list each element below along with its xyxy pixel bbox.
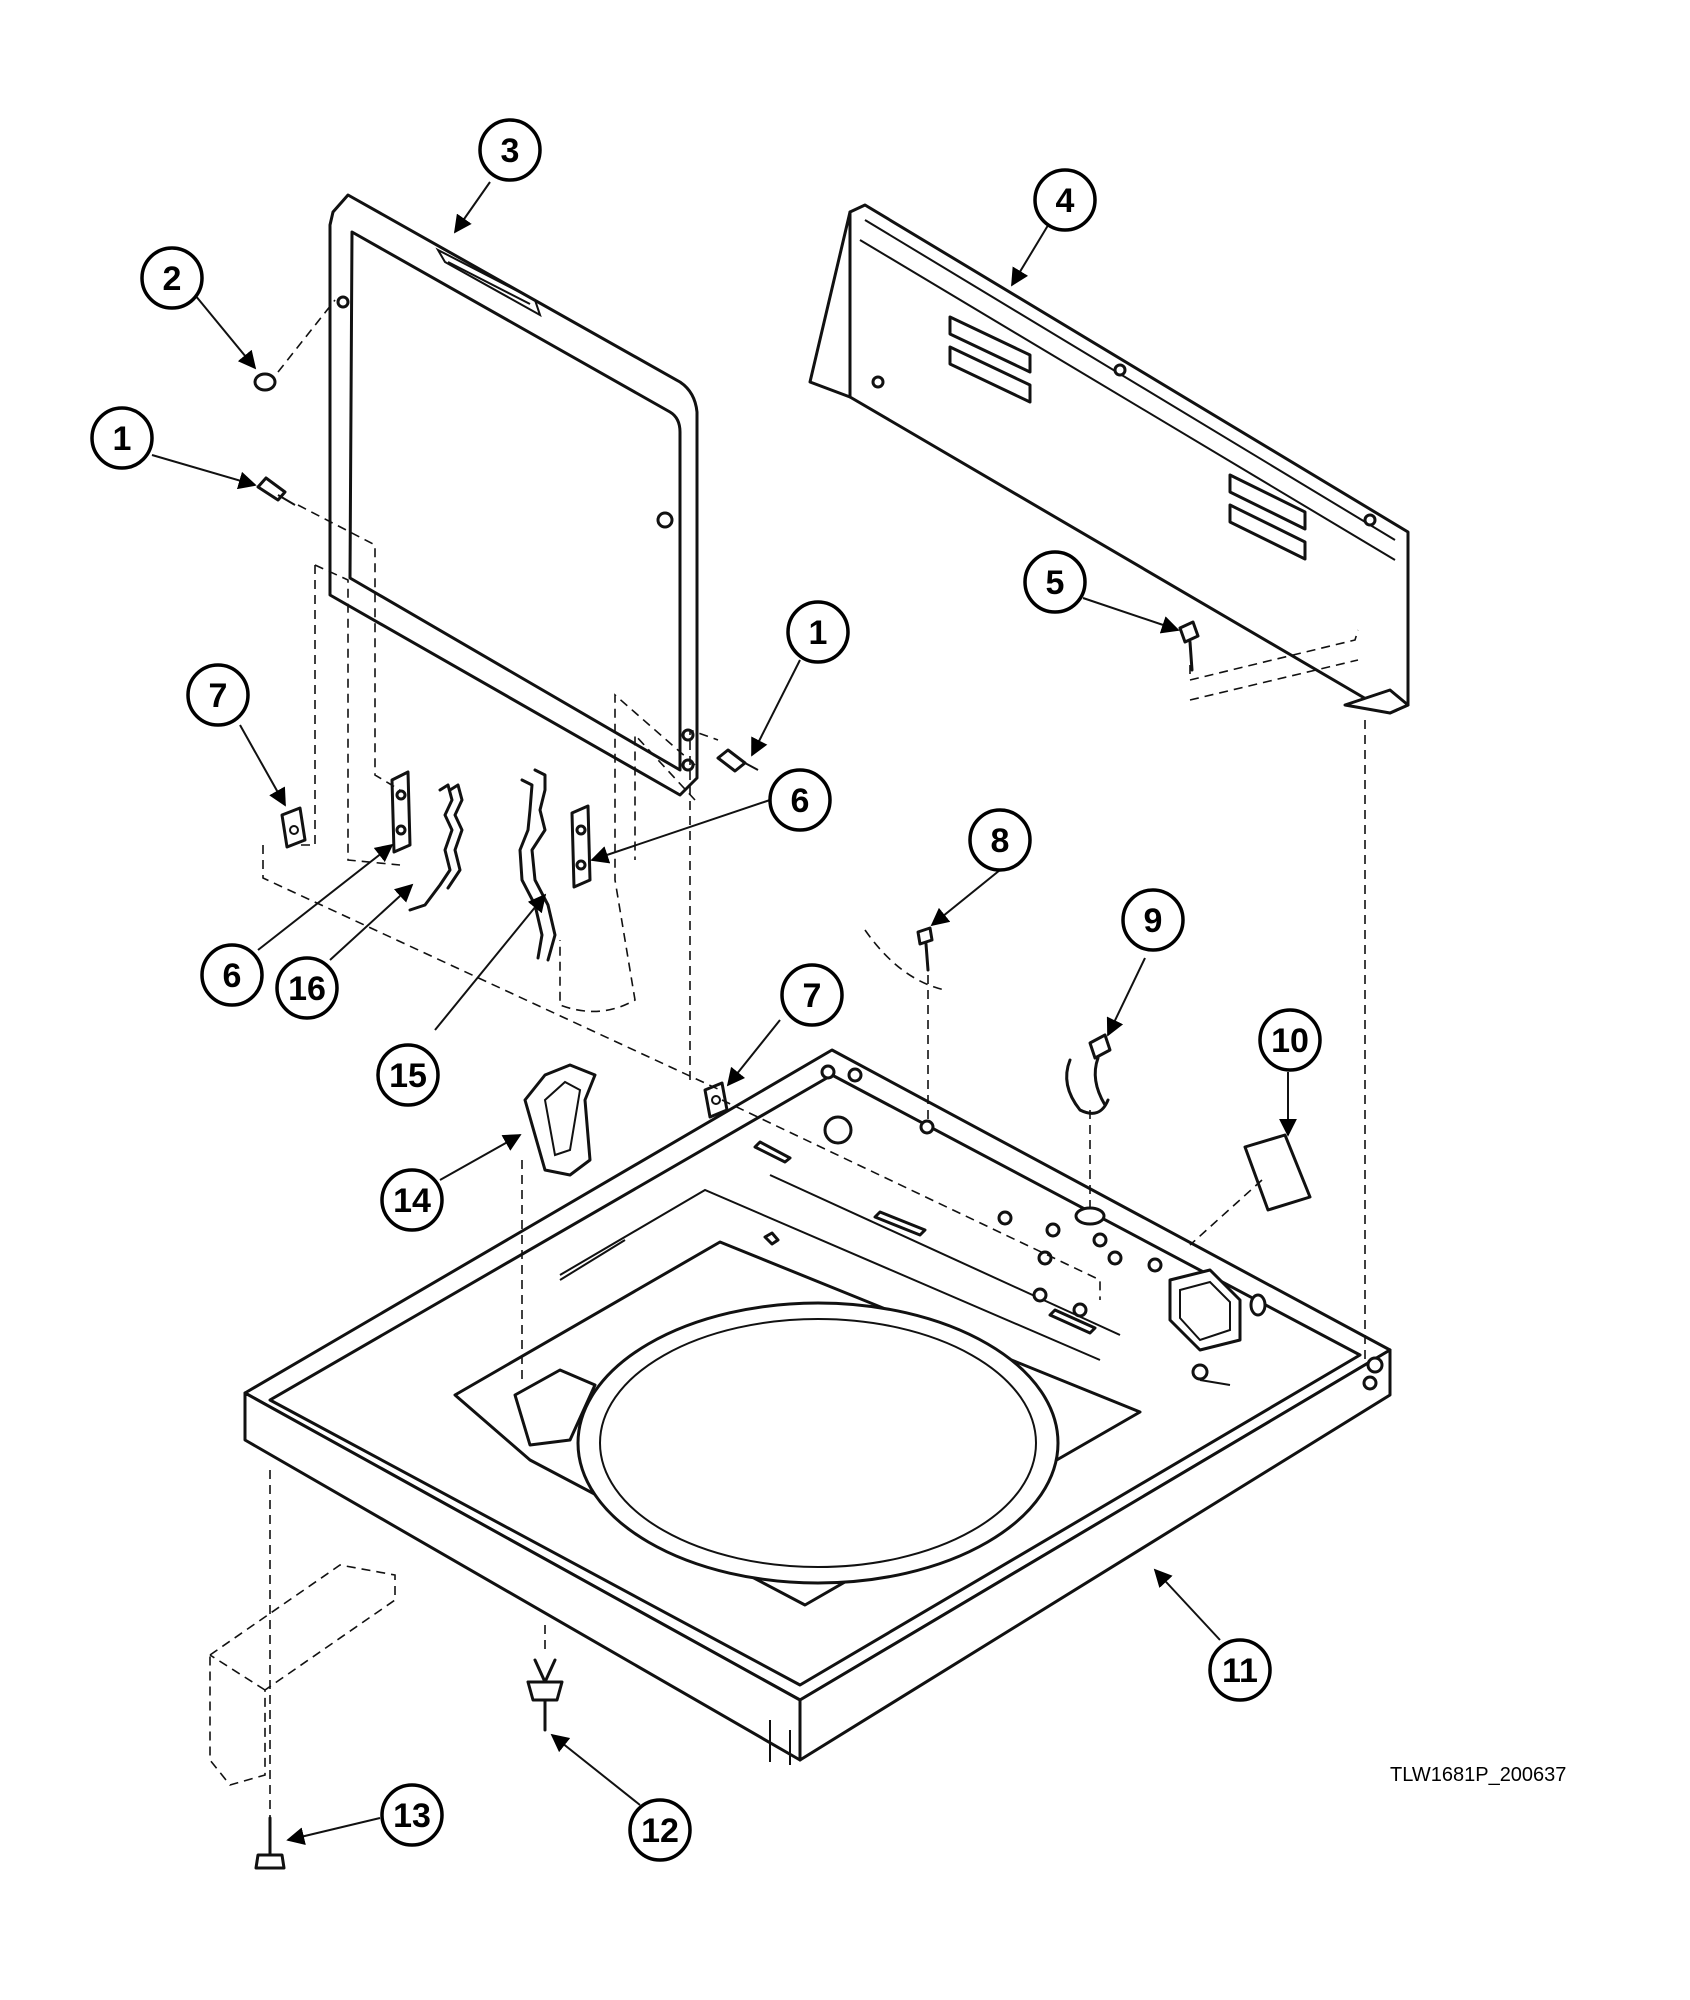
callout-13: 13 [380, 1783, 444, 1847]
clip-part-12 [526, 1658, 564, 1732]
leader-arrows [151, 181, 1297, 1845]
assembly-lines [262, 299, 1366, 1818]
screw-part-1-right [716, 748, 759, 773]
callout-8-label: 8 [991, 822, 1010, 860]
washer-top-part-11 [243, 1048, 1392, 1765]
callout-10: 10 [1258, 1008, 1322, 1072]
callout-9-label: 9 [1144, 902, 1163, 940]
callout-3: 3 [478, 118, 542, 182]
callout-16: 16 [275, 956, 339, 1020]
callout-16-label: 16 [288, 970, 326, 1008]
callout-15: 15 [376, 1043, 440, 1107]
callout-12-label: 12 [641, 1812, 679, 1850]
callout-4-label: 4 [1056, 182, 1075, 220]
callout-11-label: 11 [1222, 1652, 1258, 1690]
callout-2: 2 [140, 246, 204, 310]
dispenser-part-14 [523, 1063, 597, 1177]
callout-1b: 1 [786, 600, 850, 664]
callout-7b-label: 7 [803, 977, 822, 1015]
callout-12: 12 [628, 1798, 692, 1862]
drawing-code: TLW1681P_200637 [1390, 1764, 1566, 1786]
callout-6a: 6 [200, 943, 264, 1007]
clip-part-7-right [703, 1081, 729, 1119]
screw-part-5 [1178, 620, 1200, 672]
lid-frame-part-3 [328, 193, 699, 797]
callout-8: 8 [968, 808, 1032, 872]
callout-1a-label: 1 [113, 420, 132, 458]
callout-6b: 6 [768, 768, 832, 832]
clip-part-7-left [280, 806, 307, 849]
screw-part-1-left [256, 476, 296, 506]
wire-harness-part-9 [1065, 1033, 1112, 1115]
callout-7a-label: 7 [209, 677, 228, 715]
callout-2-label: 2 [163, 260, 182, 298]
bolt-part-13 [254, 1816, 286, 1870]
hinge-part-15 [518, 768, 557, 962]
callout-5-label: 5 [1046, 564, 1065, 602]
callout-13-label: 13 [393, 1797, 431, 1835]
callout-7a: 7 [186, 663, 250, 727]
callout-15-label: 15 [389, 1057, 427, 1095]
callout-5: 5 [1023, 550, 1087, 614]
callout-6a-label: 6 [223, 957, 242, 995]
callout-6b-label: 6 [791, 782, 810, 820]
console-panel-part-4 [808, 203, 1410, 715]
screw-part-8 [864, 926, 946, 991]
callout-1b-label: 1 [809, 614, 828, 652]
callout-3-label: 3 [501, 132, 520, 170]
callout-14: 14 [380, 1168, 444, 1232]
plug-part-2 [253, 372, 277, 392]
hidden-bracket [209, 1564, 396, 1786]
callout-11: 11 [1208, 1638, 1272, 1702]
hinge-part-16 [408, 783, 464, 912]
callout-10-label: 10 [1271, 1022, 1309, 1060]
callout-1a: 1 [90, 406, 154, 470]
hinge-plate-part-6-left [390, 770, 412, 854]
callout-7b: 7 [780, 963, 844, 1027]
callout-9: 9 [1121, 888, 1185, 952]
callout-14-label: 14 [393, 1182, 431, 1220]
hinge-plate-part-6-right [570, 804, 592, 889]
label-part-10 [1243, 1133, 1312, 1212]
callout-4: 4 [1033, 168, 1097, 232]
